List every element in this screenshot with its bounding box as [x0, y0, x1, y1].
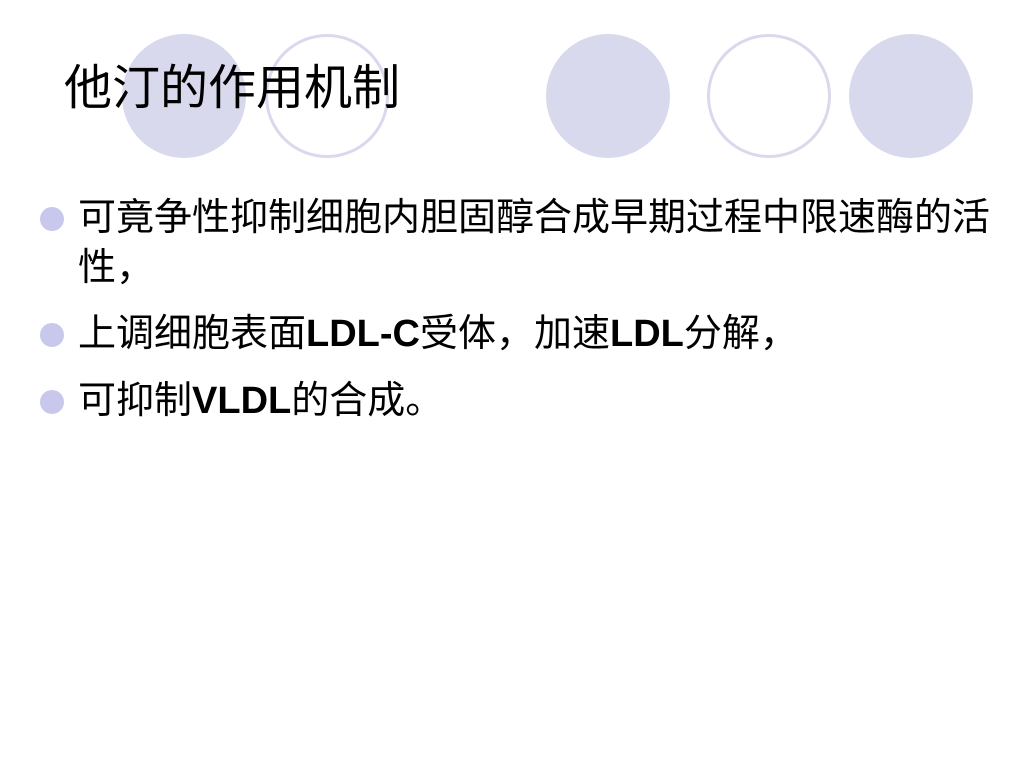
- slide-title: 他汀的作用机制: [64, 60, 401, 116]
- bullet-text-segment: 分解，: [683, 311, 798, 355]
- decorative-circle-outlined-2: [707, 34, 831, 158]
- decorative-circle-filled-3: [849, 34, 973, 158]
- bullet-text-segment: 的合成。: [291, 378, 444, 422]
- bullet-text-bold-term: LDL-C: [306, 313, 420, 355]
- circle-bullet-icon: [40, 207, 64, 231]
- circle-bullet-icon: [40, 323, 64, 347]
- decorative-circle-outlined-1: [265, 34, 389, 158]
- decorative-circle-filled-2: [546, 34, 670, 158]
- bullet-text-segment: 可抑制: [78, 378, 193, 422]
- bullet-text: 上调细胞表面LDL-C受体，加速LDL分解，: [78, 311, 798, 355]
- bullet-text-bold-term: LDL: [610, 313, 684, 355]
- bullet-item-2: 上调细胞表面LDL-C受体，加速LDL分解，: [40, 308, 1000, 359]
- bullet-item-3: 可抑制VLDL的合成。: [40, 375, 1000, 426]
- bullet-text-bold-term: VLDL: [192, 380, 292, 422]
- bullet-item-1: 可竟争性抑制细胞内胆固醇合成早期过程中限速酶的活性，: [40, 192, 1000, 292]
- bullet-list: 可竟争性抑制细胞内胆固醇合成早期过程中限速酶的活性， 上调细胞表面LDL-C受体…: [40, 192, 1000, 442]
- circle-bullet-icon: [40, 390, 64, 414]
- decorative-circle-filled-1: [122, 34, 246, 158]
- bullet-text-segment: 受体，加速: [419, 311, 610, 355]
- bullet-text: 可竟争性抑制细胞内胆固醇合成早期过程中限速酶的活性，: [78, 195, 990, 289]
- bullet-text-segment: 上调细胞表面: [78, 311, 307, 355]
- bullet-text-segment: 可竟争性抑制细胞内胆固醇合成早期过程中限速酶的活性，: [78, 195, 991, 289]
- bullet-text: 可抑制VLDL的合成。: [78, 378, 443, 422]
